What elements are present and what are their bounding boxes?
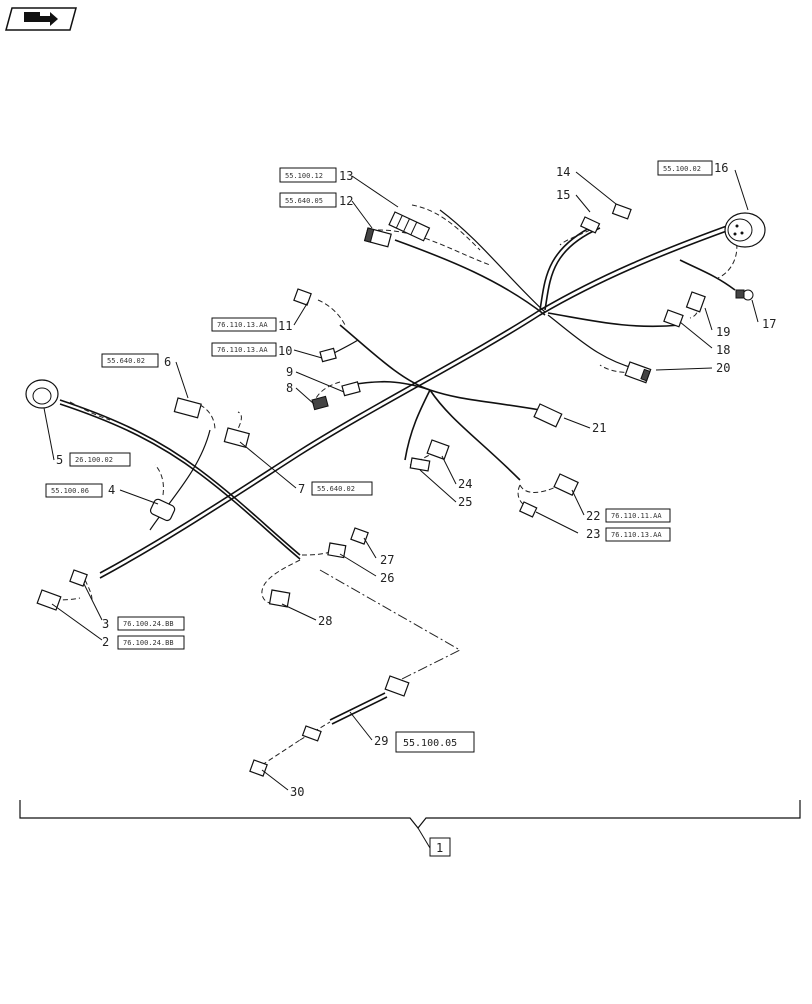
- callout-number: 20: [716, 361, 730, 375]
- callout-number: 27: [380, 553, 394, 567]
- callout-number: 29: [374, 734, 388, 748]
- callout-number: 15: [556, 188, 570, 202]
- connector-19[interactable]: [685, 291, 706, 313]
- callout-reference[interactable]: 76.100.24.BB: [123, 620, 174, 628]
- connector-22[interactable]: [553, 473, 579, 496]
- connector-5[interactable]: [25, 379, 59, 409]
- harness-wires: [59, 209, 736, 579]
- connector-11[interactable]: [293, 288, 312, 306]
- connector-16[interactable]: [724, 212, 766, 248]
- connector-13[interactable]: [388, 211, 431, 242]
- callout-reference[interactable]: 55.640.02: [317, 485, 355, 493]
- connector-26[interactable]: [327, 542, 347, 559]
- sub-harness-wire: [329, 692, 386, 721]
- connector-27[interactable]: [350, 527, 369, 545]
- callout-number: 5: [56, 453, 63, 467]
- callout-number: 23: [586, 527, 600, 541]
- callout-reference[interactable]: 55.100.05: [403, 738, 457, 749]
- callout-reference[interactable]: 55.100.12: [285, 172, 323, 180]
- callout-number: 3: [102, 617, 109, 631]
- callout-reference[interactable]: 55.100.02: [663, 165, 701, 173]
- connector-15[interactable]: [579, 216, 601, 234]
- connector-21[interactable]: [533, 403, 563, 428]
- connector-14[interactable]: [611, 203, 632, 220]
- callout-reference[interactable]: 76.110.11.AA: [611, 512, 662, 520]
- callout-number: 22: [586, 509, 600, 523]
- terminal-17[interactable]: [735, 289, 754, 301]
- callout-number: 17: [762, 317, 776, 331]
- connector-8[interactable]: [311, 395, 329, 411]
- callout-number: 8: [286, 381, 293, 395]
- sub-harness-link: [319, 569, 462, 681]
- connector-25[interactable]: [409, 457, 431, 472]
- connector-2[interactable]: [36, 589, 62, 611]
- callout-reference[interactable]: 76.110.13.AA: [217, 321, 268, 329]
- connector-10[interactable]: [319, 347, 337, 363]
- callout-number: 12: [339, 194, 353, 208]
- connector-24[interactable]: [426, 439, 450, 461]
- callout-number: 24: [458, 477, 472, 491]
- callout-number: 21: [592, 421, 606, 435]
- connector-7[interactable]: [223, 427, 250, 448]
- callout-reference[interactable]: 55.640.02: [107, 357, 145, 365]
- callout-number: 13: [339, 169, 353, 183]
- assembly-callout-number[interactable]: 1: [436, 841, 443, 855]
- navigation-arrow-icon[interactable]: [5, 7, 77, 31]
- callout-number: 7: [298, 482, 305, 496]
- callout-number: 11: [278, 319, 292, 333]
- connector-12[interactable]: [363, 227, 392, 248]
- callout-number: 25: [458, 495, 472, 509]
- callout-reference[interactable]: 76.100.24.BB: [123, 639, 174, 647]
- callout-number: 26: [380, 571, 394, 585]
- connector-3[interactable]: [69, 569, 88, 587]
- callout-number: 2: [102, 635, 109, 649]
- callout-reference[interactable]: 55.100.06: [51, 487, 89, 495]
- callout-number: 18: [716, 343, 730, 357]
- callout-number: 14: [556, 165, 570, 179]
- connector-9[interactable]: [341, 381, 361, 397]
- callout-number: 9: [286, 365, 293, 379]
- callout-number: 6: [164, 355, 171, 369]
- callout-reference[interactable]: 26.100.02: [75, 456, 113, 464]
- callout-reference[interactable]: 76.110.13.AA: [217, 346, 268, 354]
- callout-number: 19: [716, 325, 730, 339]
- callout-number: 4: [108, 483, 115, 497]
- connector-6[interactable]: [173, 397, 202, 419]
- callout-number: 30: [290, 785, 304, 799]
- connector-4[interactable]: [149, 498, 176, 522]
- callout-reference[interactable]: 55.640.05: [285, 197, 323, 205]
- callout-number: 16: [714, 161, 728, 175]
- callout-number: 10: [278, 344, 292, 358]
- callout-number: 28: [318, 614, 332, 628]
- connector-29a[interactable]: [384, 675, 410, 697]
- dashed-links: [54, 204, 738, 604]
- connector-18[interactable]: [663, 309, 684, 328]
- callout-reference[interactable]: 76.110.13.AA: [611, 531, 662, 539]
- connectors: [25, 203, 766, 777]
- assembly-bracket: 1: [19, 800, 801, 857]
- connector-20[interactable]: [624, 361, 652, 384]
- callouts: 13 55.100.12 12 55.640.05 14 15 16 55.10…: [43, 160, 776, 799]
- connector-28[interactable]: [268, 589, 291, 608]
- connector-30[interactable]: [249, 759, 268, 777]
- connector-29b[interactable]: [301, 725, 322, 742]
- connector-23[interactable]: [518, 501, 538, 518]
